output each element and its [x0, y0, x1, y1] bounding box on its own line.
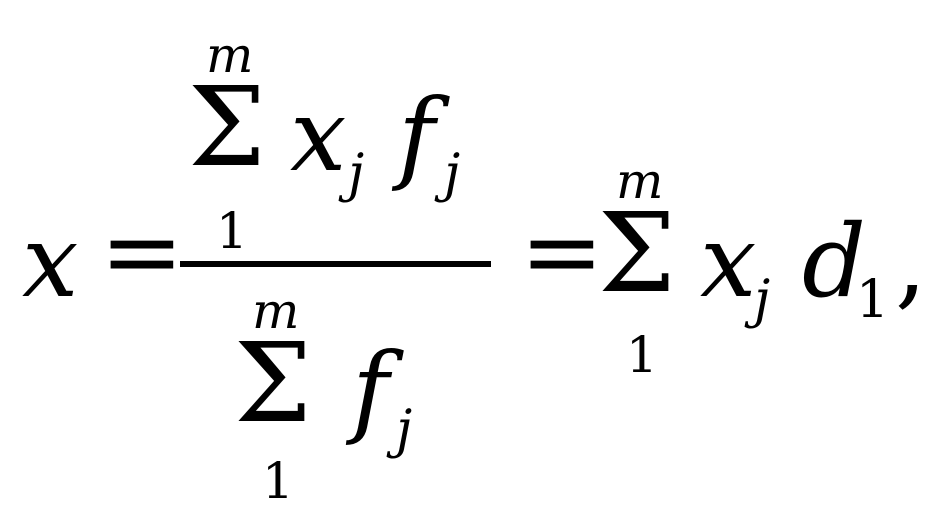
- rhs-d-variable: d: [802, 203, 867, 320]
- equals-sign-2: =: [520, 193, 604, 310]
- denominator-upper-limit: m: [252, 282, 300, 340]
- numerator-x-variable: x: [290, 77, 347, 194]
- numerator-x-subscript: j: [348, 144, 365, 204]
- numerator-lower-limit: 1: [216, 202, 248, 260]
- rhs-lower-limit: 1: [626, 326, 658, 384]
- rhs-d-subscript: 1: [856, 270, 890, 330]
- denominator-f-subscript: j: [396, 400, 413, 460]
- equals-sign-1: =: [100, 193, 184, 310]
- trailing-comma: ,: [895, 203, 927, 320]
- rhs-sigma: Σ: [598, 189, 676, 317]
- fraction-bar: [180, 261, 491, 267]
- numerator-sigma: Σ: [188, 63, 266, 191]
- denominator-sigma: Σ: [234, 319, 312, 447]
- numerator-upper-limit: m: [206, 26, 254, 84]
- numerator-f-subscript: j: [444, 144, 461, 204]
- denominator-lower-limit: 1: [262, 452, 294, 510]
- lhs-variable: x: [22, 203, 79, 320]
- rhs-x-variable: x: [700, 203, 757, 320]
- numerator-f-variable: f: [398, 77, 436, 194]
- rhs-x-subscript: j: [754, 270, 771, 330]
- denominator-f-variable: f: [352, 331, 390, 448]
- rhs-upper-limit: m: [616, 152, 664, 210]
